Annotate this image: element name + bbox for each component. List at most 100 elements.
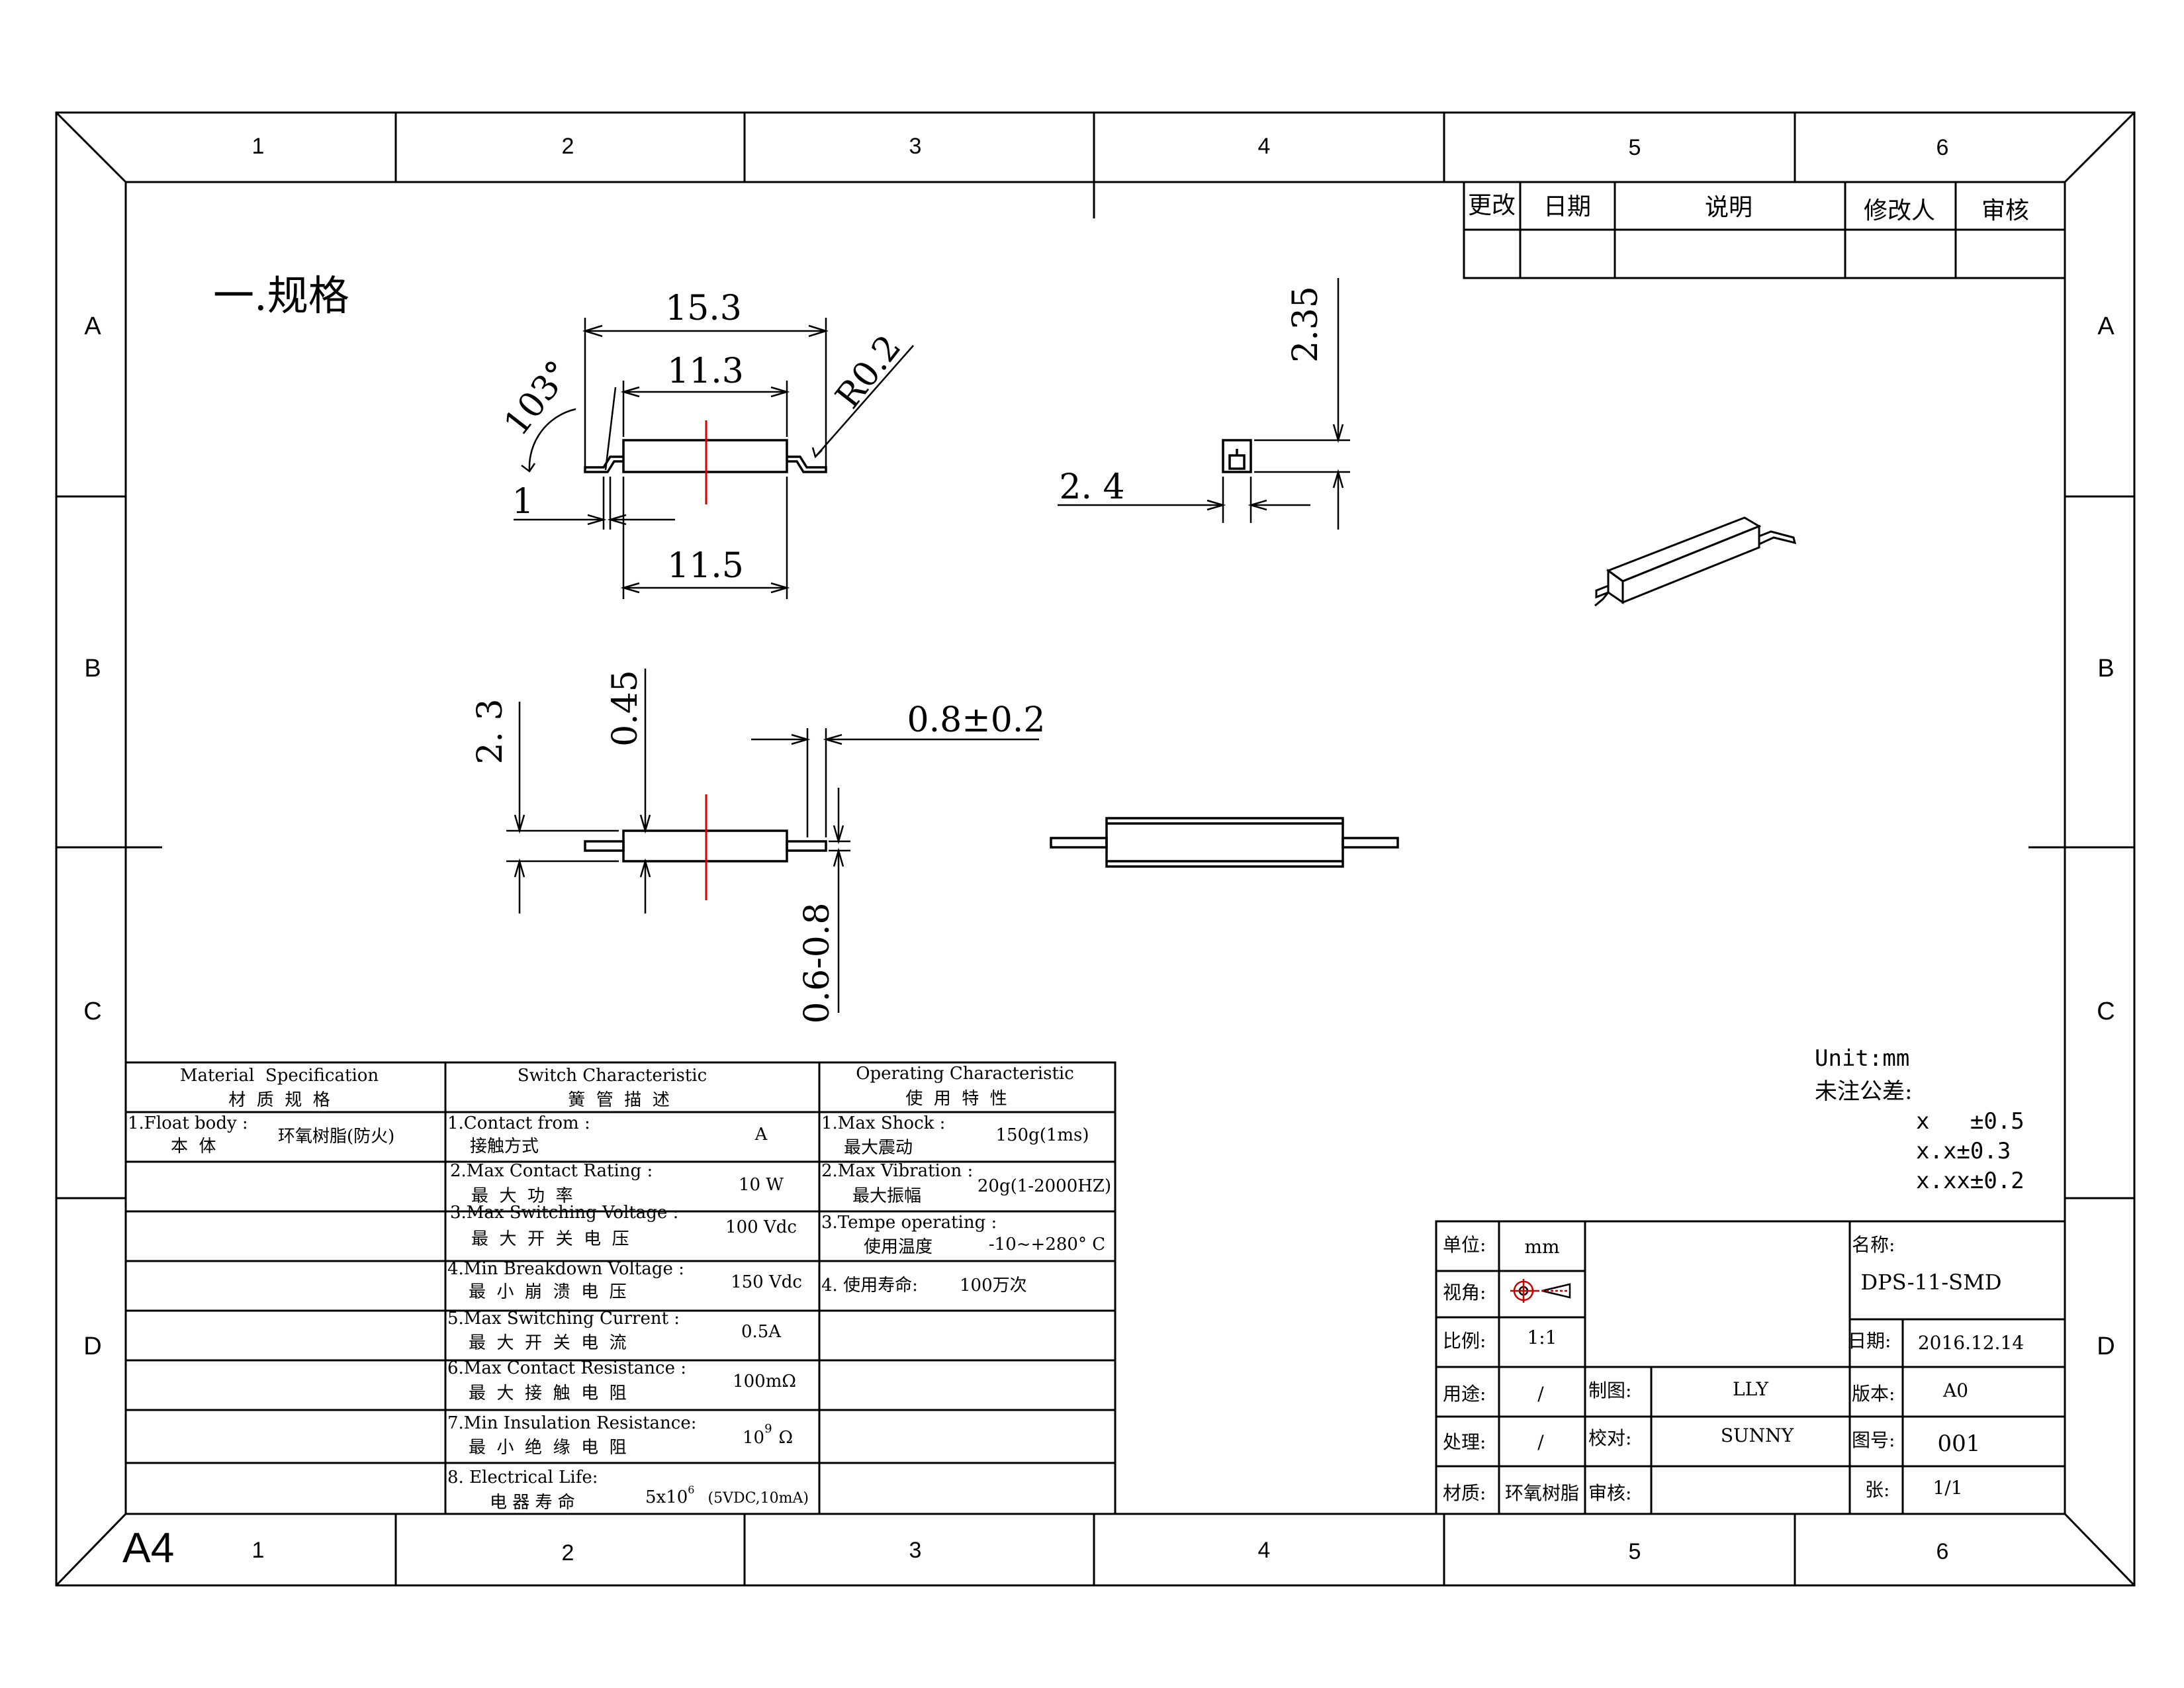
operating-rows: 1.Max Shock : 最大震动 150g(1ms) 2.Max Vibra… [821, 1113, 1111, 1295]
frame-column-labels: 1 2 3 4 5 6 1 2 3 4 5 6 [252, 134, 1949, 1566]
dim-lead-height: 0.45 [606, 670, 645, 747]
switch-row-1-value: A [754, 1125, 768, 1145]
row-label-left-D: D [83, 1333, 101, 1360]
dim-side-height: 2.35 [1286, 286, 1326, 363]
switch-row-4-value: 150 Vdc [731, 1272, 802, 1292]
spec-material-value: 环氧树脂(防火) [278, 1127, 394, 1147]
revision-header-date: 日期 [1543, 193, 1591, 220]
switch-row-7-base: 10 [743, 1428, 764, 1448]
col-label-top-2: 2 [562, 134, 574, 159]
switch-row-4-zh: 最 小 崩 溃 电 压 [469, 1282, 627, 1302]
switch-row-7-exp: 9 [764, 1422, 772, 1436]
switch-row-8-unit: (5VDC,10mA) [707, 1490, 808, 1507]
revision-header-reviewer: 审核 [1981, 197, 2029, 224]
side-view-right-lead [786, 840, 827, 852]
switch-row-7-zh: 最 小 绝 缘 电 阻 [469, 1438, 627, 1458]
tolerance-line-2: x.x±0.3 [1916, 1138, 2011, 1164]
col-label-top-5: 5 [1629, 135, 1641, 160]
switch-row-2-en: 2.Max Contact Rating : [450, 1161, 653, 1181]
tb-view-label: 视角: [1443, 1282, 1486, 1303]
tb-name-value: DPS-11-SMD [1861, 1270, 2002, 1295]
operating-row-1-en: 1.Max Shock : [821, 1113, 945, 1133]
revision-header-change: 更改 [1468, 192, 1516, 219]
dim-height: 2. 3 [471, 698, 510, 764]
tb-name-label: 名称: [1852, 1234, 1895, 1256]
tolerance-line-3: x.xx±0.2 [1916, 1168, 2025, 1194]
tolerance-line-1: x ±0.5 [1916, 1108, 2025, 1135]
operating-row-1-zh: 最大震动 [844, 1138, 913, 1158]
switch-row-5-zh: 最 大 开 关 电 流 [469, 1333, 627, 1353]
switch-row-8-en: 8. Electrical Life: [447, 1468, 598, 1487]
title-block: 单位: mm 视角: 比例: 1:1 用途: / 处理: / 材质: 环氧树脂 … [1435, 1220, 2066, 1515]
spec-header-material-en: Material Specification [180, 1066, 379, 1086]
col-label-bottom-3: 3 [909, 1538, 922, 1563]
switch-rows: 1.Contact from : 接触方式 A 2.Max Contact Ra… [447, 1113, 809, 1513]
tb-approved-label: 审核: [1588, 1482, 1631, 1504]
switch-row-6-zh: 最 大 接 触 电 阻 [469, 1383, 627, 1403]
row-label-right-D: D [2097, 1333, 2115, 1360]
tb-date-label: 日期: [1848, 1330, 1891, 1352]
tb-process-label: 处理: [1443, 1431, 1486, 1453]
dim-side-width: 2. 4 [1059, 467, 1124, 507]
tb-scale-label: 比例: [1443, 1330, 1486, 1352]
spec-table: Material Specification 材 质 规 格 Switch Ch… [124, 1061, 1116, 1515]
operating-row-1-value: 150g(1ms) [995, 1125, 1089, 1145]
row-label-left-C: C [83, 998, 101, 1025]
tb-drawing-no-value: 001 [1938, 1430, 1981, 1457]
end-view-body [1222, 439, 1252, 473]
operating-row-2-en: 2.Max Vibration : [821, 1161, 973, 1181]
switch-row-8-exp: 6 [688, 1483, 694, 1496]
tb-material-label: 材质: [1443, 1482, 1486, 1504]
switch-row-8-value: 5x106 (5VDC,10mA) [645, 1483, 809, 1507]
switch-row-3-en: 3.Max Switching Voltage : [450, 1203, 678, 1223]
spec-header-material-zh: 材 质 规 格 [228, 1090, 330, 1110]
dim-body-length: 11.3 [667, 352, 744, 391]
top-view-left-lead [584, 455, 623, 473]
dim-lead-offset: 1 [512, 482, 533, 522]
row-label-left-B: B [84, 655, 101, 682]
revision-header-description: 说明 [1705, 194, 1752, 221]
tb-date-value: 2016.12.14 [1918, 1332, 2024, 1354]
dim-lead-width: 0.8±0.2 [907, 700, 1046, 740]
col-label-top-3: 3 [909, 134, 922, 159]
paper-size-label: A4 [122, 1524, 174, 1571]
switch-row-7-en: 7.Min Insulation Resistance: [447, 1413, 696, 1433]
side-view-left-lead [584, 840, 625, 852]
switch-row-8-base: 5x10 [645, 1487, 688, 1507]
tb-use-label: 用途: [1443, 1383, 1486, 1405]
tb-drawn-value: LLY [1733, 1378, 1768, 1400]
operating-row-2-zh: 最大振幅 [852, 1186, 921, 1206]
col-label-bottom-4: 4 [1258, 1538, 1271, 1563]
spec-header-operating-zh: 使 用 特 性 [905, 1089, 1007, 1109]
frame-row-labels: A B C D A B C D [83, 312, 2115, 1360]
tb-use-value: / [1537, 1383, 1544, 1405]
col-label-bottom-2: 2 [562, 1540, 574, 1566]
tolerance-title: 未注公差: [1815, 1078, 1912, 1105]
side-view-2 [1050, 817, 1399, 868]
switch-row-2-zh: 最 大 功 率 [471, 1186, 573, 1206]
tb-checked-label: 校对: [1588, 1427, 1631, 1449]
switch-row-1-en: 1.Contact from : [447, 1113, 590, 1133]
end-view: 2. 4 2.35 [1058, 278, 1350, 530]
col-label-bottom-1: 1 [252, 1538, 265, 1563]
tolerance-note: Unit:mm 未注公差: x ±0.5 x.x±0.3 x.xx±0.2 [1815, 1045, 2025, 1194]
tb-unit-value: mm [1524, 1236, 1559, 1258]
operating-row-4-value: 100万次 [960, 1276, 1027, 1295]
spec-material-zh: 本 体 [171, 1137, 216, 1156]
row-label-right-A: A [2097, 312, 2115, 340]
tb-drawn-label: 制图: [1588, 1380, 1631, 1401]
col-label-bottom-5: 5 [1629, 1539, 1641, 1564]
tolerance-unit: Unit:mm [1815, 1045, 1909, 1072]
switch-row-7-unit: Ω [779, 1428, 794, 1448]
switch-row-3-zh: 最 大 开 关 电 压 [471, 1229, 629, 1249]
row-label-left-A: A [84, 312, 101, 340]
switch-row-2-value: 10 W [739, 1175, 784, 1195]
tb-unit-label: 单位: [1443, 1234, 1486, 1256]
col-label-top-4: 4 [1258, 134, 1271, 159]
tb-drawing-no-label: 图号: [1852, 1429, 1895, 1451]
switch-row-3-value: 100 Vdc [725, 1217, 797, 1237]
operating-row-3-zh: 使用温度 [864, 1237, 933, 1257]
dim-bottom-length: 11.5 [667, 546, 744, 586]
dim-radius: R0.2 [828, 328, 909, 416]
